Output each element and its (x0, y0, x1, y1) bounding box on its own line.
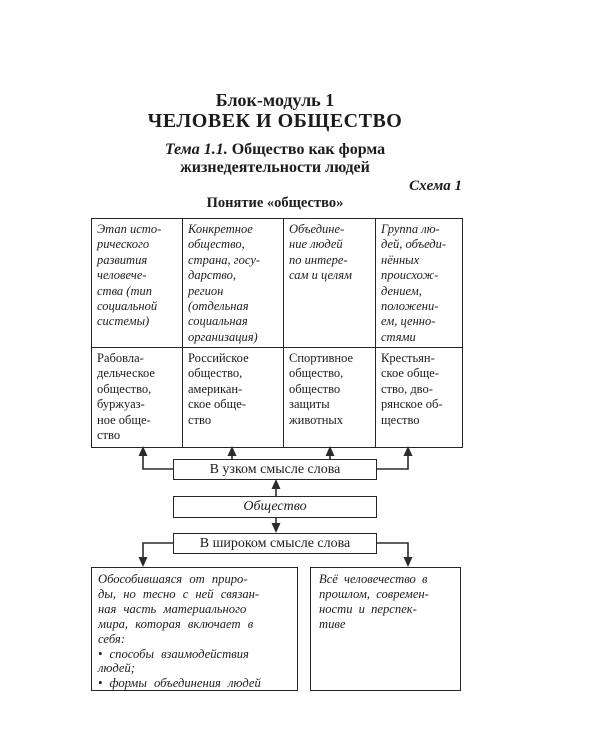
table-cell-example-concrete: Российское общество, американ- ское обще… (183, 348, 284, 447)
arrow-head-broad-left (138, 557, 148, 567)
arrow-line-narrow-col1 (142, 456, 173, 470)
table-cell-example-interest: Спортивное общество, общество защиты жив… (284, 348, 376, 447)
table-cell-example-group: Крестьян- ское обще- ство, дво- рянское … (381, 351, 443, 427)
society-meanings-table: Этап исто- рического развития человече- … (91, 218, 463, 448)
arrow-head-root-to-narrow (271, 479, 281, 489)
broad-definition-nature-box: Обособившаяся от приро- ды, но тесно с н… (91, 567, 298, 691)
arrow-head-broad-right (403, 557, 413, 567)
table-header-cell-historical-stage: Этап исто- рического развития человече- … (92, 219, 183, 348)
module-title: ЧЕЛОВЕК И ОБЩЕСТВО (147, 110, 403, 132)
society-root-box: Общество (173, 496, 377, 518)
theme-title: Общество как форма (227, 141, 386, 158)
table-header-cell-concrete-society: Конкретное общество, страна, госу- дарст… (183, 219, 284, 348)
theme-heading: Тема 1.1. Общество как форма (85, 141, 465, 159)
table-header-cell-group-of-people: Группа лю- дей, объеди- нённых происхож-… (376, 219, 462, 348)
table-cell-example-historical: Рабовла- дельческое общество, буржуаз- н… (92, 348, 183, 447)
arrow-head-root-to-broad (271, 523, 281, 533)
table-header-cell-interest-union: Объедине- ние людей по интере- сам и цел… (284, 219, 376, 348)
arrow-line-narrow-col4 (377, 456, 409, 470)
arrow-line-broad-right (377, 542, 409, 557)
broad-sense-box: В широком смысле слова (173, 533, 377, 554)
narrow-sense-box: В узком смысле слова (173, 459, 377, 480)
theme-heading-line2: жизнедеятельности людей (180, 159, 370, 176)
broad-definition-humanity-box: Всё человечество в прошлом, современ- но… (310, 567, 461, 691)
module-label: Блок-модуль 1 (215, 90, 335, 110)
schema-number-label: Схема 1 (409, 178, 462, 194)
theme-number: Тема 1.1. (164, 141, 228, 158)
arrow-line-broad-left (142, 542, 173, 557)
concept-heading: Понятие «общество» (206, 195, 344, 211)
